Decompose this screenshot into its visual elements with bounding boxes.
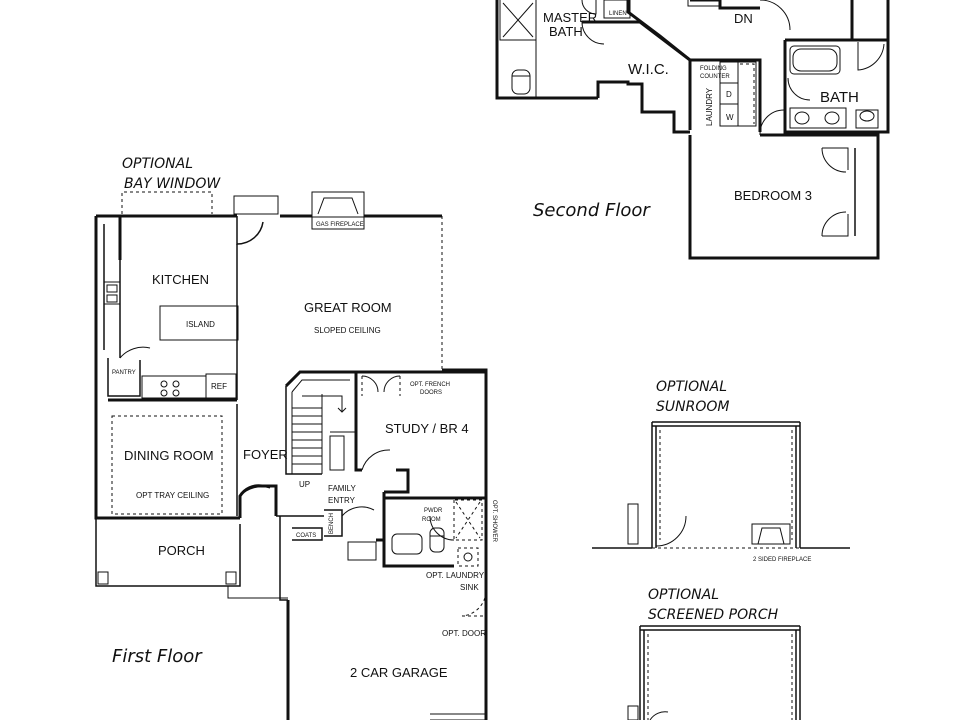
pantry-label: PANTRY bbox=[112, 370, 136, 376]
french-doors-label-1: OPT. FRENCH bbox=[410, 382, 450, 388]
screened-porch-title-2: SCREENED PORCH bbox=[648, 607, 779, 623]
master-bath-label-1: MASTER bbox=[543, 10, 597, 25]
folding-counter-label-2: COUNTER bbox=[700, 74, 730, 80]
laundry-sink-label-2: SINK bbox=[460, 583, 479, 592]
bench-label: BENCH bbox=[329, 513, 335, 534]
family-entry-label-2: ENTRY bbox=[328, 496, 356, 505]
down-stair-label: DN bbox=[734, 11, 753, 26]
washer-label: W bbox=[726, 113, 734, 122]
kitchen-label: KITCHEN bbox=[152, 272, 209, 287]
bay-window-label-2: BAY WINDOW bbox=[124, 176, 221, 192]
coats-label: COATS bbox=[296, 533, 316, 539]
sunroom-title-1: OPTIONAL bbox=[656, 379, 727, 395]
optional-sunroom-plan bbox=[592, 421, 850, 549]
pwdr-room-label-1: PWDR bbox=[424, 508, 443, 514]
laundry-sink-label-1: OPT. LAUNDRY bbox=[426, 571, 485, 580]
pwdr-room-label-2: ROOM bbox=[422, 517, 441, 523]
bedroom3-label: BEDROOM 3 bbox=[734, 188, 812, 203]
sloped-ceiling-label: SLOPED CEILING bbox=[314, 326, 381, 335]
two-sided-fireplace-label: 2 SIDED FIREPLACE bbox=[753, 557, 811, 563]
wic-label: W.I.C. bbox=[628, 61, 669, 78]
up-stair-label: UP bbox=[299, 480, 310, 489]
linen-label: LINEN bbox=[609, 11, 627, 17]
island-label: ISLAND bbox=[186, 320, 215, 329]
ref-label: REF bbox=[211, 382, 227, 391]
screened-porch-title-1: OPTIONAL bbox=[648, 587, 719, 603]
optional-screened-porch-plan bbox=[627, 625, 801, 720]
sunroom-title-2: SUNROOM bbox=[656, 399, 729, 415]
family-entry-label-1: FAMILY bbox=[328, 484, 357, 493]
first-floor-plan bbox=[94, 191, 488, 720]
laundry-label: LAUNDRY bbox=[705, 87, 714, 126]
french-doors-label-2: DOORS bbox=[420, 390, 442, 396]
bay-window-label-1: OPTIONAL bbox=[122, 156, 193, 172]
gas-fireplace-label: GAS FIREPLACE bbox=[316, 222, 364, 228]
master-bath-label-2: BATH bbox=[549, 24, 583, 39]
second-floor-title: Second Floor bbox=[533, 200, 651, 221]
opt-shower-label: OPT. SHOWER bbox=[491, 500, 497, 543]
dining-room-label: DINING ROOM bbox=[124, 448, 214, 463]
great-room-label: GREAT ROOM bbox=[304, 300, 392, 315]
porch-label: PORCH bbox=[158, 543, 205, 558]
second-floor-plan: LINEN bbox=[495, 0, 890, 260]
study-label: STUDY / BR 4 bbox=[385, 421, 469, 436]
tray-ceiling-label: OPT TRAY CEILING bbox=[136, 491, 209, 500]
dryer-label: D bbox=[726, 90, 732, 99]
first-floor-title: First Floor bbox=[112, 646, 203, 667]
opt-door-label: OPT. DOOR bbox=[442, 629, 486, 638]
garage-label: 2 CAR GARAGE bbox=[350, 665, 448, 680]
foyer-label: FOYER bbox=[243, 447, 288, 462]
folding-counter-label-1: FOLDING bbox=[700, 66, 727, 72]
bath-label: BATH bbox=[820, 89, 859, 106]
